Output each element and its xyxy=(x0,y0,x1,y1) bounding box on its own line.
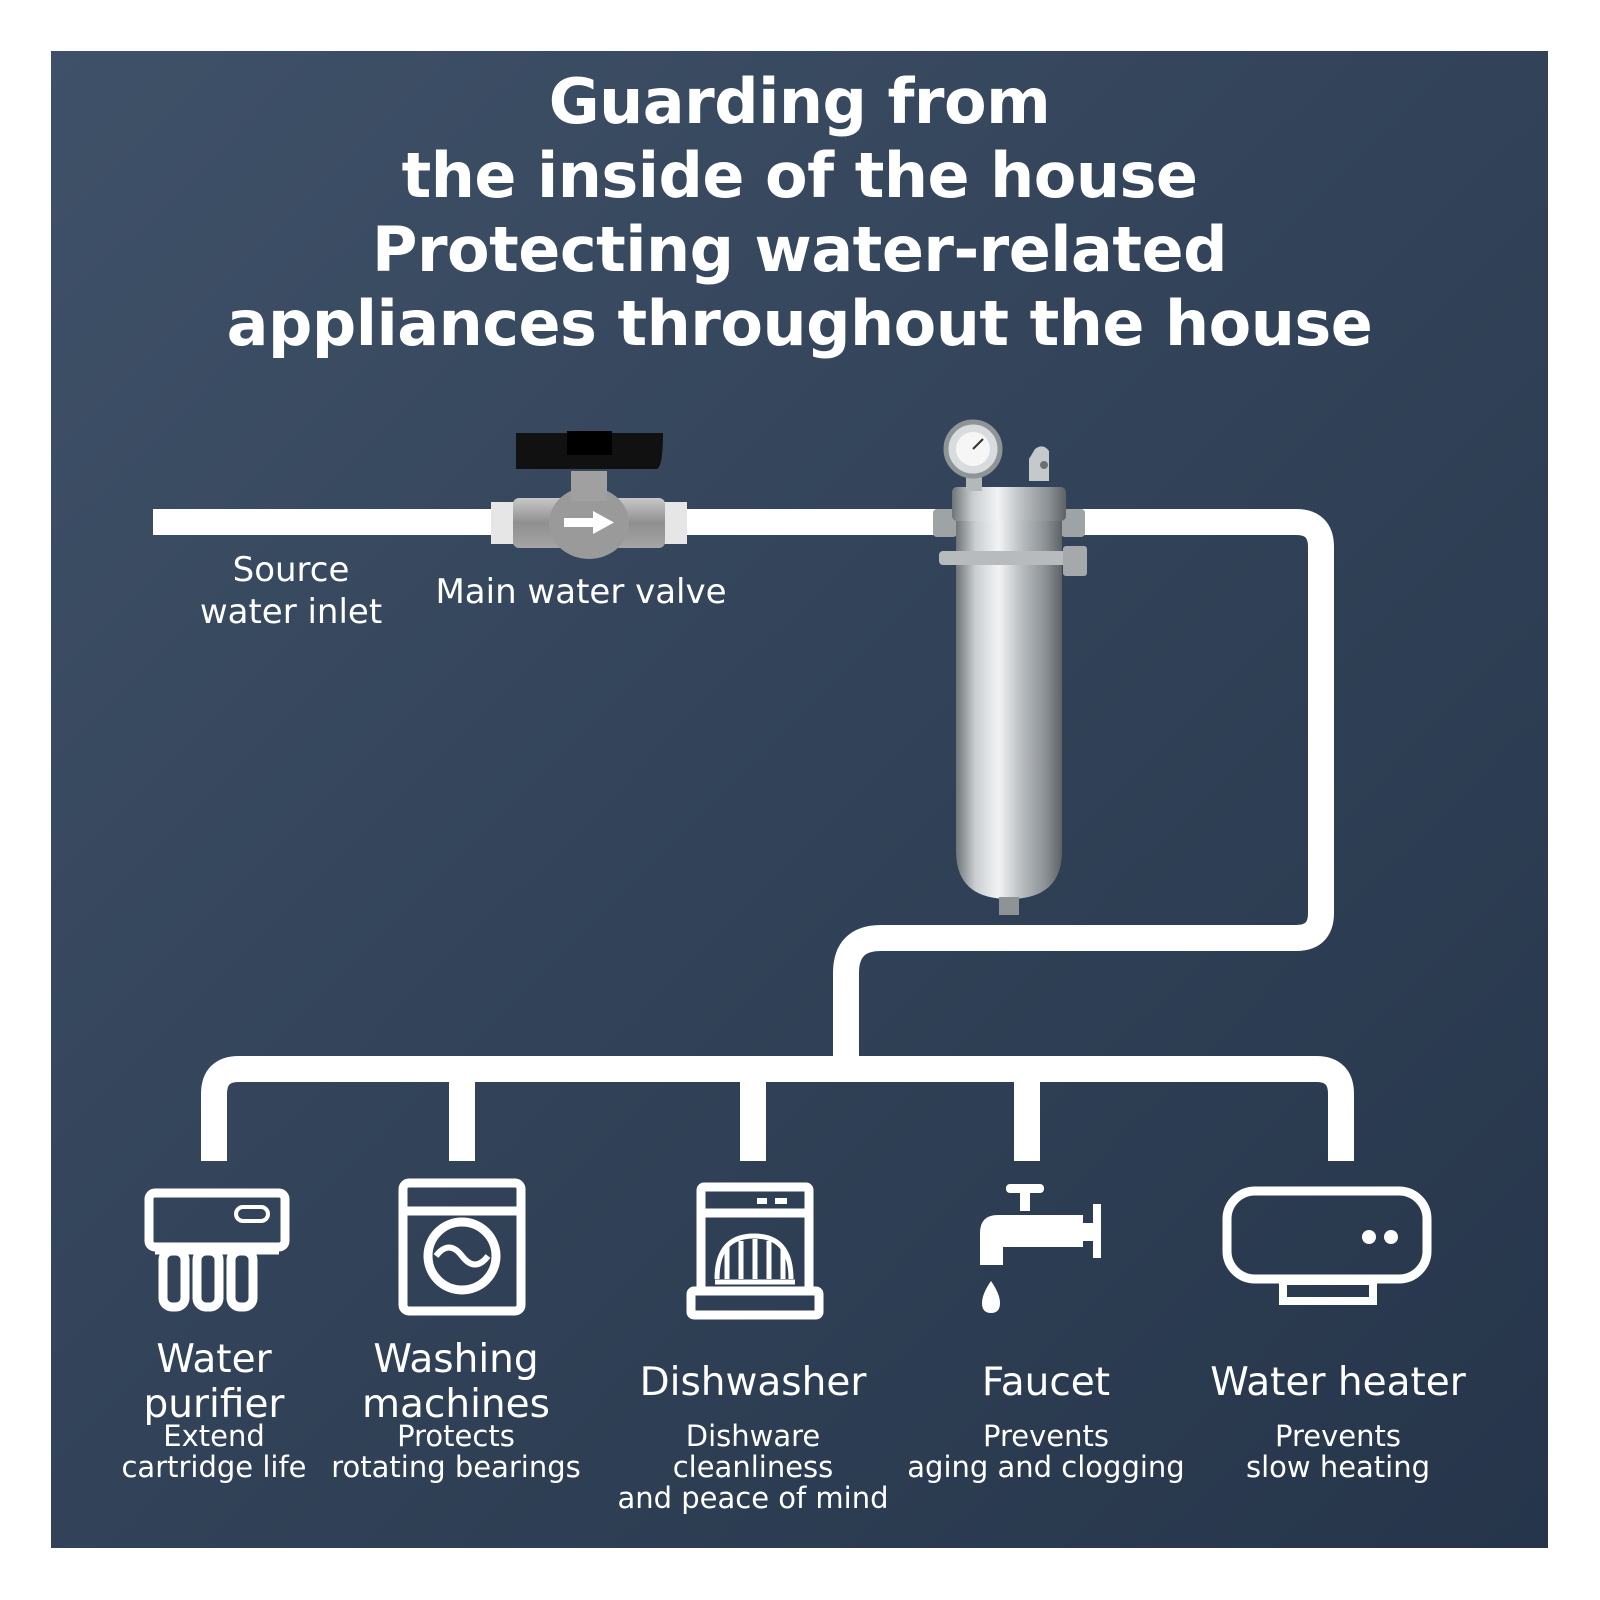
water-purifier-icon xyxy=(144,1188,290,1312)
appliance-description: Dishware cleanliness and peace of mind xyxy=(603,1421,903,1514)
headline: Guarding from the inside of the house Pr… xyxy=(51,65,1548,361)
appliance-desc-line: rotating bearings xyxy=(331,1450,581,1484)
appliance-name-line: Water xyxy=(156,1337,272,1382)
washing-machine-icon xyxy=(398,1178,526,1316)
appliance-water-heater: Water heater Prevents slow heating xyxy=(1188,1337,1488,1483)
appliance-faucet: Faucet Prevents aging and clogging xyxy=(896,1337,1196,1483)
appliance-description: Prevents slow heating xyxy=(1188,1421,1488,1483)
appliance-washing-machines: Washing machines Protects rotating beari… xyxy=(306,1337,606,1483)
source-water-inlet-label: Source water inlet xyxy=(191,549,391,633)
headline-line-4: appliances throughout the house xyxy=(226,287,1373,360)
plumbing-diagram xyxy=(144,419,1432,1320)
appliance-name-line: Washing xyxy=(373,1337,539,1382)
faucet-icon xyxy=(980,1184,1101,1313)
distribution-manifold xyxy=(201,1056,1354,1161)
appliance-water-purifier: Water purifier Extend cartridge life xyxy=(64,1337,364,1483)
appliance-name: Water purifier xyxy=(64,1337,364,1427)
appliance-name-line: Water heater xyxy=(1210,1359,1466,1405)
appliance-desc-line: Protects xyxy=(397,1419,515,1453)
appliance-name-line: machines xyxy=(362,1382,550,1427)
inlet-label-line-1: Source xyxy=(232,550,350,590)
appliance-desc-line: and peace of mind xyxy=(617,1481,889,1515)
filter-housing xyxy=(933,419,1087,915)
headline-line-3: Protecting water-related xyxy=(372,213,1227,286)
appliance-name-line: purifier xyxy=(143,1382,285,1427)
appliance-desc-line: slow heating xyxy=(1245,1450,1431,1484)
appliance-desc-line: cartridge life xyxy=(121,1450,307,1484)
headline-line-1: Guarding from xyxy=(548,65,1051,138)
appliance-name: Washing machines xyxy=(306,1337,606,1427)
appliance-name-line: Dishwasher xyxy=(639,1359,867,1405)
dishwasher-icon xyxy=(686,1182,824,1320)
appliance-desc-line: aging and clogging xyxy=(907,1450,1185,1484)
appliance-name: Faucet xyxy=(896,1337,1196,1427)
appliance-name-line: Faucet xyxy=(981,1359,1111,1405)
flow-arrow-icon xyxy=(564,511,614,534)
headline-line-2: the inside of the house xyxy=(401,139,1198,212)
appliance-description: Prevents aging and clogging xyxy=(896,1421,1196,1483)
main-valve xyxy=(491,431,687,559)
appliance-name: Water heater xyxy=(1188,1337,1488,1427)
appliance-description: Extend cartridge life xyxy=(64,1421,364,1483)
appliance-description: Protects rotating bearings xyxy=(306,1421,606,1483)
appliance-desc-line: Prevents xyxy=(1275,1419,1401,1453)
inlet-label-line-2: water inlet xyxy=(199,592,383,632)
main-water-valve-label: Main water valve xyxy=(435,572,727,612)
appliance-desc-line: Prevents xyxy=(983,1419,1109,1453)
water-heater-icon xyxy=(1222,1186,1432,1305)
outlet-pipe xyxy=(833,509,1334,1069)
appliance-desc-line: Dishware cleanliness xyxy=(672,1419,834,1484)
appliance-dishwasher: Dishwasher Dishware cleanliness and peac… xyxy=(603,1337,903,1514)
appliance-name: Dishwasher xyxy=(603,1337,903,1427)
infographic-panel: Guarding from the inside of the house Pr… xyxy=(51,51,1548,1548)
appliance-desc-line: Extend xyxy=(163,1419,265,1453)
